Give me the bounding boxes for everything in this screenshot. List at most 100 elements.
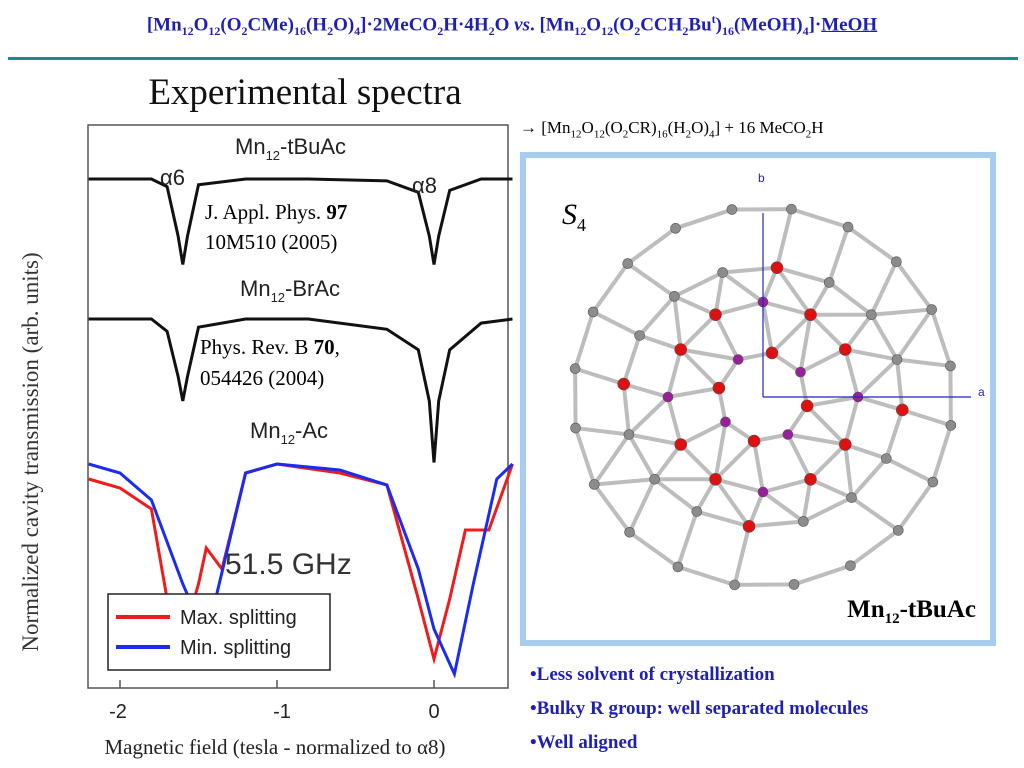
molecule-bond <box>713 478 751 528</box>
oxygen-atom <box>709 308 722 322</box>
molecule-bond <box>621 383 631 435</box>
bullet-item: •Bulky R group: well separated molecules <box>530 698 869 719</box>
molecule-bond <box>721 270 765 304</box>
oxygen-atom <box>747 434 761 448</box>
oxygen-atom <box>804 308 817 322</box>
x-tick-label-neg1: -1 <box>273 701 291 723</box>
molecule-bond <box>901 408 952 428</box>
molecule-bond <box>869 313 899 361</box>
molecule-bond <box>844 347 898 362</box>
oxygen-atom <box>709 472 722 486</box>
molecule-bond <box>776 265 830 285</box>
oxygen-atom <box>617 377 630 391</box>
legend-max-label: Max. splitting <box>180 607 297 629</box>
carbon-atom <box>569 363 581 374</box>
molecule-bond <box>793 563 852 587</box>
reference-prb: Phys. Rev. B 70, <box>200 335 340 359</box>
molecule-bond <box>666 348 683 398</box>
molecule-bond <box>714 477 764 494</box>
legend-box <box>107 593 331 671</box>
manganese-atom <box>732 354 744 365</box>
spectra-figure: Experimental spectra Normalized cavity t… <box>18 72 514 759</box>
label-mn12-tbuac: Mn12-tBuAc <box>235 134 346 163</box>
carbon-atom <box>845 560 856 571</box>
molecule-bond <box>843 348 860 398</box>
oxygen-atom <box>712 381 726 395</box>
carbon-atom <box>788 579 800 590</box>
molecule-bond <box>775 266 813 316</box>
molecule-bond <box>806 395 859 408</box>
molecule-bond <box>770 313 812 355</box>
symmetry-label: S4 <box>562 198 586 235</box>
molecule-bond <box>626 226 677 266</box>
molecule-bond <box>679 348 721 390</box>
trace-min-splitting <box>88 462 514 679</box>
molecule-bond <box>748 519 804 529</box>
molecule-bond <box>843 313 873 351</box>
molecule-bond <box>894 260 934 311</box>
carbon-atom <box>798 516 809 527</box>
manganese-atom <box>782 429 794 440</box>
molecule-bond <box>752 440 765 493</box>
carbon-atom <box>622 258 634 269</box>
manganese-atom <box>795 366 806 378</box>
axis-a-label: a <box>978 385 985 399</box>
molecule-structure-image: b a <box>569 171 985 591</box>
x-tick-label-neg2: -2 <box>109 701 127 723</box>
manganese-atom <box>662 391 674 403</box>
molecule-bond <box>713 421 728 480</box>
molecule-bond <box>895 308 934 361</box>
spectra-heading: Experimental spectra <box>148 72 461 113</box>
oxygen-atom <box>896 403 909 417</box>
molecule-bond <box>679 420 727 447</box>
molecule-bond <box>895 359 905 411</box>
carbon-atom <box>927 476 939 488</box>
molecule-bond <box>787 432 846 447</box>
molecule-bond <box>574 366 625 386</box>
molecule-bond <box>594 477 655 487</box>
molecule-bond <box>856 358 899 399</box>
molecule-name: Mn12-tBuAc <box>847 596 976 627</box>
slide-title: [Mn12O12(O2CMe)16(H2O)4]·2MeCO2H·4H2O vs… <box>146 12 878 39</box>
molecule-bond <box>575 426 630 437</box>
carbon-atom <box>670 223 681 234</box>
molecule-bond <box>843 444 854 498</box>
manganese-atom <box>757 486 769 498</box>
molecule-bond <box>666 396 683 446</box>
molecule-bond <box>722 265 778 275</box>
carbon-atom <box>624 526 635 538</box>
carbon-atom <box>926 304 937 315</box>
molecule-bond <box>592 433 631 486</box>
molecule-bond <box>762 300 812 317</box>
label-alpha6: α6 <box>160 165 185 190</box>
x-axis-ticks <box>119 680 435 688</box>
molecule-bond <box>623 382 669 399</box>
carbon-atom <box>649 473 660 485</box>
reference-jap: J. Appl. Phys. 97 <box>205 200 347 224</box>
molecule-bond <box>884 409 905 460</box>
carbon-atom <box>823 277 835 288</box>
carbon-atom <box>891 354 903 365</box>
molecule-bond <box>638 295 676 337</box>
carbon-atom <box>842 221 854 233</box>
oxygen-atom <box>765 346 779 360</box>
oxygen-atom <box>674 438 688 451</box>
molecule-bond <box>573 311 596 370</box>
molecule-bond <box>869 260 899 316</box>
trace-mn12-tbuac <box>88 177 513 265</box>
molecule-bond <box>732 525 751 586</box>
molecule-bond <box>761 490 805 524</box>
molecule-bond <box>673 270 724 299</box>
molecule-bond <box>844 442 887 461</box>
molecule-bond <box>714 300 764 317</box>
molecule-bond <box>790 207 849 230</box>
molecule-bond <box>809 443 847 481</box>
trace-mn12-brac <box>88 317 513 463</box>
x-axis-label: Magnetic field (tesla - normalized to α8… <box>104 735 445 759</box>
molecule-bond <box>801 478 813 522</box>
molecule-bond <box>591 262 630 314</box>
molecule-bond <box>627 478 657 534</box>
carbon-atom <box>691 506 703 517</box>
carbon-atom <box>945 360 956 372</box>
molecule-bond <box>573 427 597 486</box>
